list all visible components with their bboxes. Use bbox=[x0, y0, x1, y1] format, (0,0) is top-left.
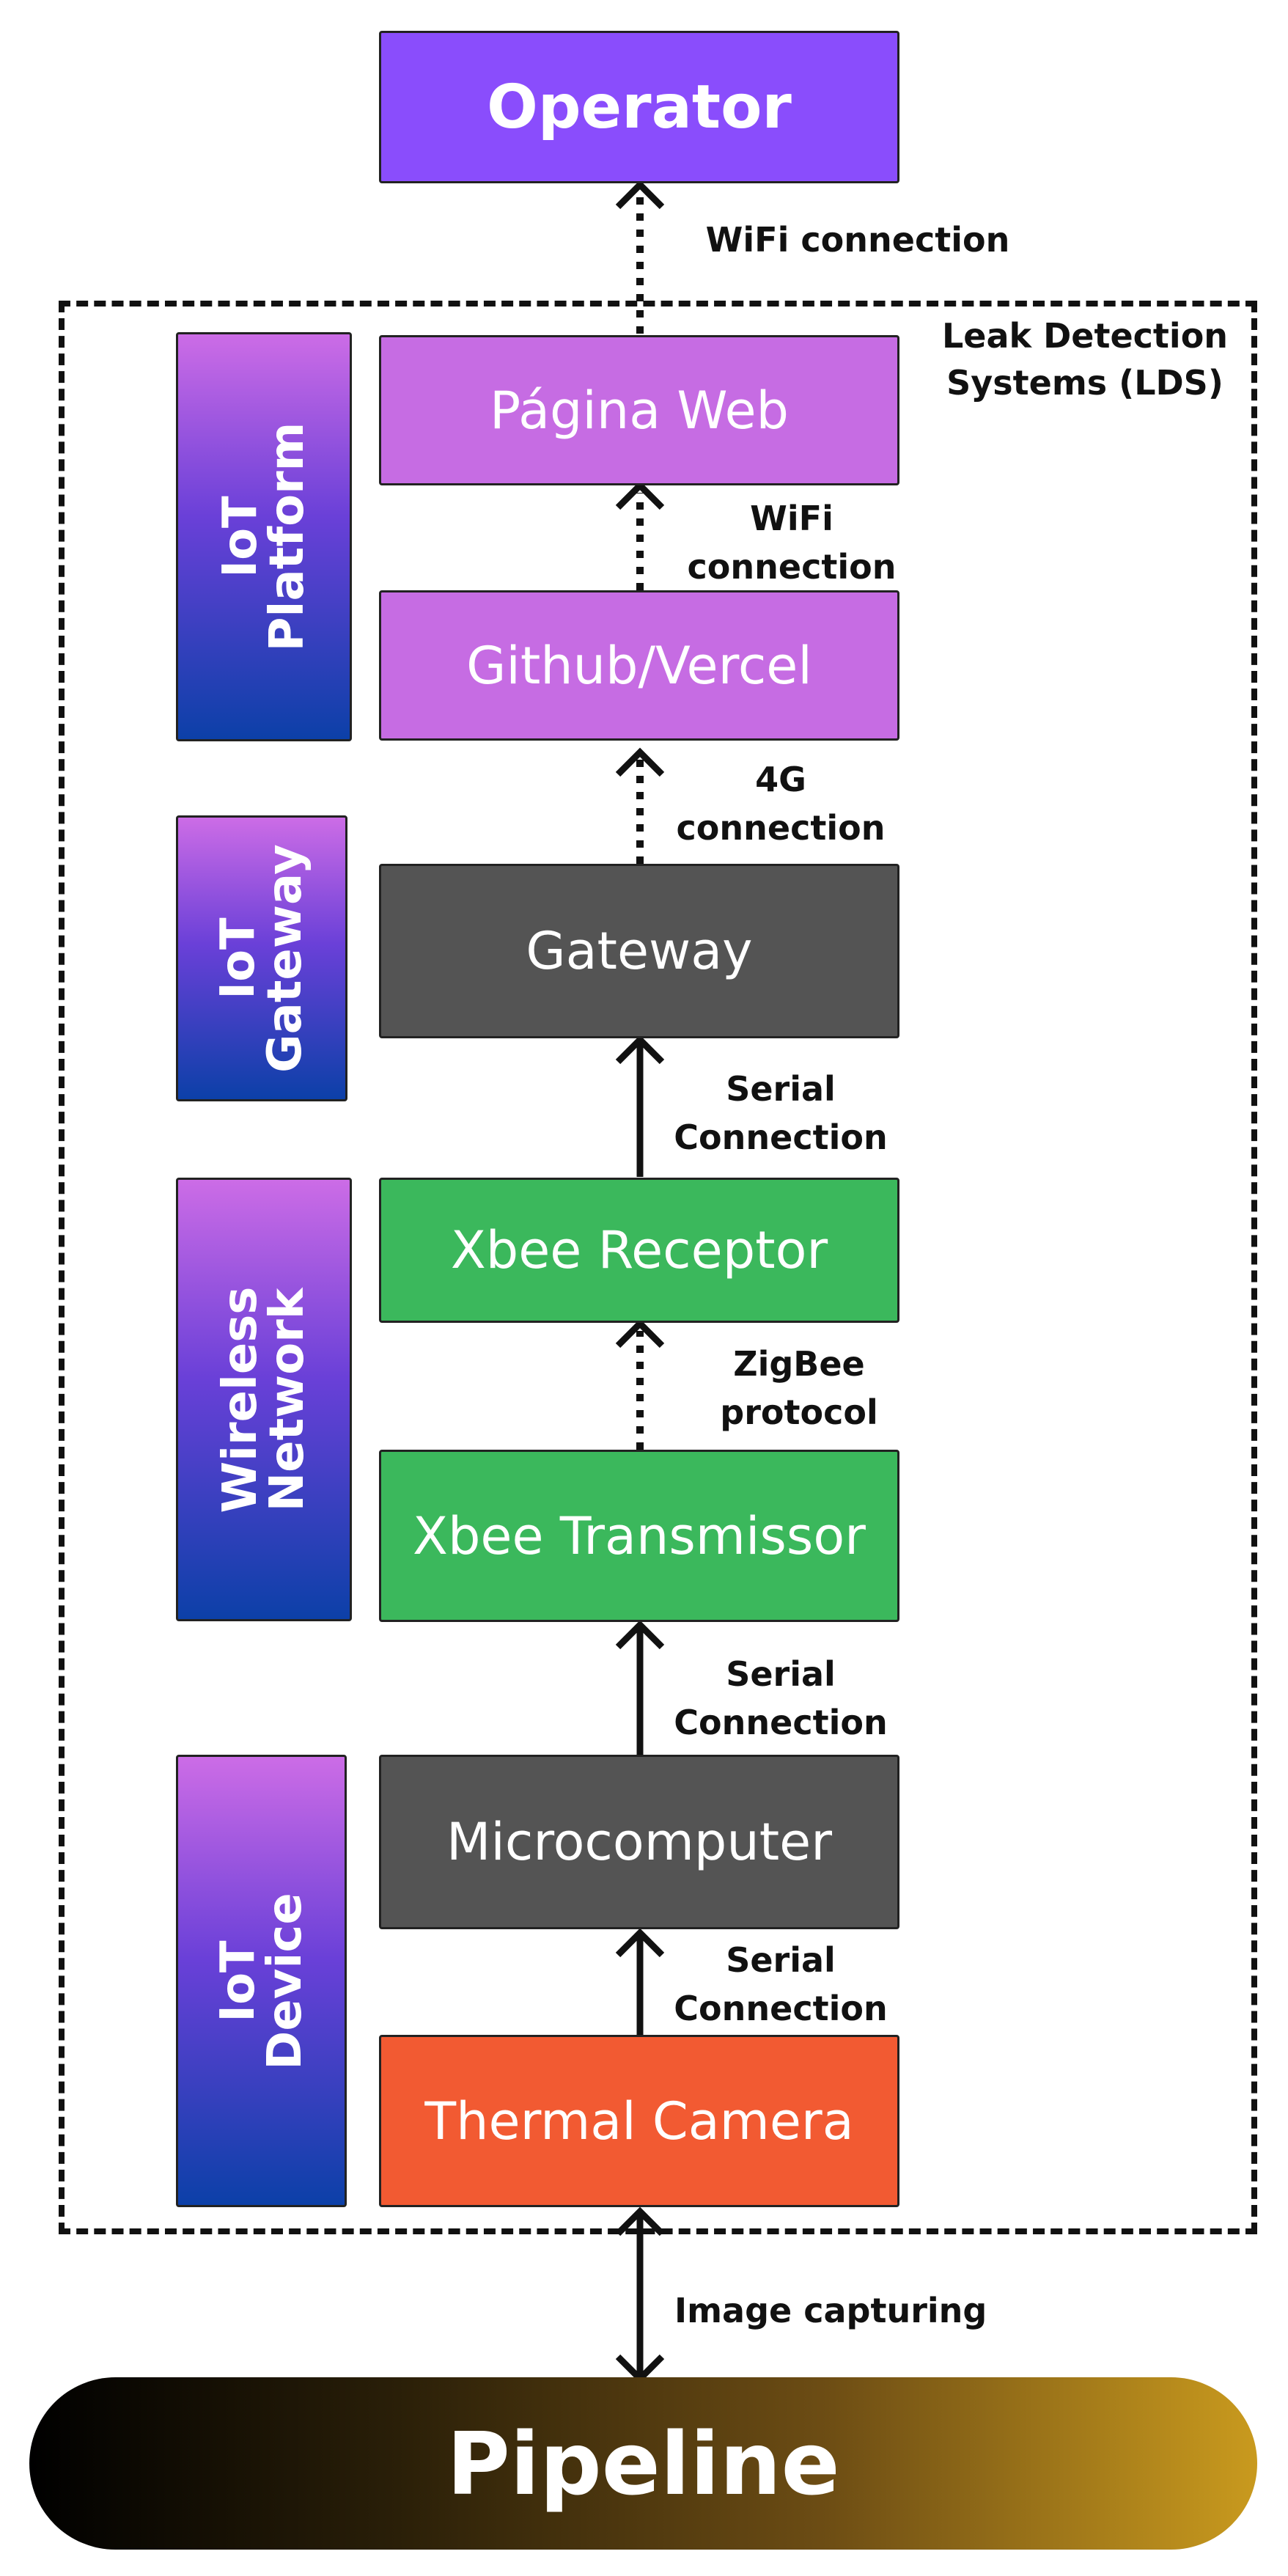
arrow-wifi-web bbox=[615, 480, 665, 590]
xbee-transmissor-node: Xbee Transmissor bbox=[379, 1450, 899, 1622]
pipeline-label: Pipeline bbox=[446, 2412, 840, 2514]
connection-label-wifi-operator: WiFi connection bbox=[705, 220, 1010, 260]
layer-iot-device: IoT Device bbox=[176, 1755, 347, 2207]
arrow-serial-xbee bbox=[615, 1620, 665, 1755]
xbee-receptor-node: Xbee Receptor bbox=[379, 1178, 899, 1323]
pagina-web-label: Página Web bbox=[490, 380, 789, 441]
connection-label-zigbee: ZigBee protocol bbox=[720, 1344, 878, 1432]
microcomputer-label: Microcomputer bbox=[446, 1812, 832, 1872]
arrow-serial-micro bbox=[615, 1928, 665, 2035]
connection-label-serial-xbee: Serial Connection bbox=[674, 1654, 888, 1742]
connection-label-wifi-web: WiFi connection bbox=[687, 499, 897, 587]
github-vercel-label: Github/Vercel bbox=[466, 635, 812, 696]
arrow-4g bbox=[615, 747, 665, 864]
layer-iot-platform: IoT Platform bbox=[176, 332, 352, 741]
xbee-receptor-label: Xbee Receptor bbox=[450, 1220, 828, 1280]
lds-label: Leak Detection Systems (LDS) bbox=[941, 316, 1229, 403]
layer-iot-platform-label: IoT Platform bbox=[213, 422, 314, 652]
layer-iot-gateway: IoT Gateway bbox=[176, 815, 347, 1101]
arrow-serial-gateway bbox=[615, 1035, 665, 1177]
connection-label-4g: 4G connection bbox=[676, 760, 886, 848]
layer-wireless-network-label: Wireless Network bbox=[213, 1285, 314, 1513]
microcomputer-node: Microcomputer bbox=[379, 1755, 899, 1929]
gateway-label: Gateway bbox=[526, 921, 753, 981]
arrow-image-capturing bbox=[615, 2206, 665, 2384]
connection-label-serial-gateway: Serial Connection bbox=[674, 1069, 888, 1157]
xbee-transmissor-label: Xbee Transmissor bbox=[413, 1505, 866, 1566]
arrow-wifi-operator bbox=[615, 180, 665, 334]
thermal-camera-node: Thermal Camera bbox=[379, 2035, 899, 2207]
pagina-web-node: Página Web bbox=[379, 335, 899, 485]
thermal-camera-label: Thermal Camera bbox=[424, 2091, 854, 2151]
layer-wireless-network: Wireless Network bbox=[176, 1178, 352, 1621]
pipeline-node: Pipeline bbox=[29, 2377, 1257, 2550]
operator-node: Operator bbox=[379, 31, 899, 183]
layer-iot-device-label: IoT Device bbox=[210, 1892, 312, 2070]
layer-iot-gateway-label: IoT Gateway bbox=[211, 844, 312, 1073]
arrow-zigbee bbox=[615, 1318, 665, 1450]
connection-label-image-capturing: Image capturing bbox=[674, 2291, 987, 2330]
operator-label: Operator bbox=[487, 72, 792, 142]
connection-label-serial-micro: Serial Connection bbox=[674, 1940, 888, 2028]
gateway-node: Gateway bbox=[379, 864, 899, 1038]
github-vercel-node: Github/Vercel bbox=[379, 590, 899, 741]
